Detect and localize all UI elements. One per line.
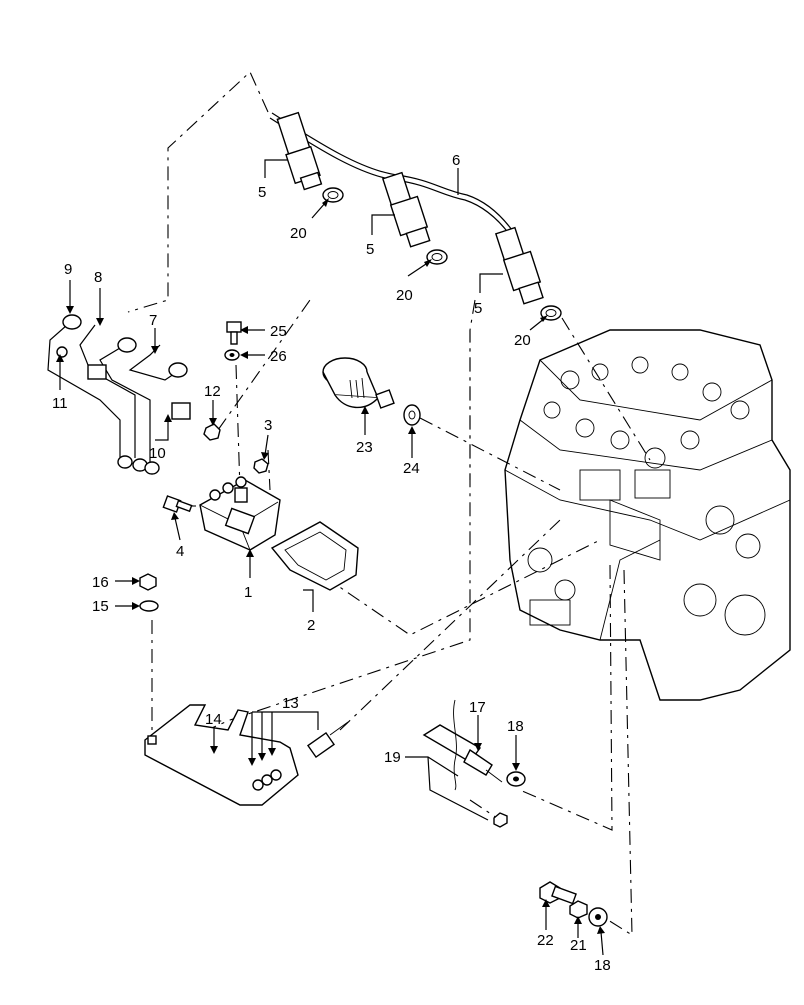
callout-20-b: 20 [396, 287, 413, 304]
callout-20-c: 20 [514, 332, 531, 349]
callout-6: 6 [452, 152, 460, 169]
callout-2: 2 [307, 617, 315, 634]
engine-block [504, 329, 791, 701]
callout-15: 15 [92, 598, 109, 615]
callout-8: 8 [94, 269, 102, 286]
reference-lines [127, 71, 651, 937]
injection-pipes [47, 314, 191, 475]
injector-fuel-line [269, 112, 513, 236]
callout-3: 3 [264, 417, 272, 434]
glow-plug-sensor [422, 699, 526, 828]
callout-19: 19 [384, 749, 401, 766]
callout-9: 9 [64, 261, 72, 278]
callout-26: 26 [270, 348, 287, 365]
callout-25: 25 [270, 323, 287, 340]
injector-2 [381, 171, 431, 248]
callout-16: 16 [92, 574, 109, 591]
callout-11: 11 [52, 395, 68, 412]
callout-21: 21 [570, 937, 587, 954]
callout-4: 4 [176, 543, 184, 560]
callout-24: 24 [403, 460, 420, 477]
callout-18-b: 18 [594, 957, 611, 974]
callout-1: 1 [244, 584, 252, 601]
pump-gasket [270, 521, 359, 591]
injector-bracket [144, 704, 349, 806]
leader-lines [56, 159, 605, 956]
callout-20-a: 20 [290, 225, 307, 242]
callout-14: 14 [205, 711, 222, 728]
callout-5-c: 5 [474, 300, 482, 317]
callout-17: 17 [469, 699, 486, 716]
injection-pump [199, 476, 281, 551]
injector-1 [276, 111, 323, 191]
callout-13: 13 [282, 695, 299, 712]
callout-10: 10 [149, 445, 166, 462]
callout-22: 22 [537, 932, 554, 949]
small-hardware [139, 321, 269, 612]
injector-3 [494, 226, 544, 305]
callout-labels: 1 2 3 4 5 5 5 6 7 8 9 10 11 12 13 14 15 … [52, 152, 611, 974]
callout-18-a: 18 [507, 718, 524, 735]
bottom-hardware [539, 881, 608, 927]
fuel-filter [322, 357, 421, 426]
callout-12: 12 [204, 383, 221, 400]
callout-5-b: 5 [366, 241, 374, 258]
callout-5-a: 5 [258, 184, 266, 201]
callout-23: 23 [356, 439, 373, 456]
callout-7: 7 [149, 312, 157, 329]
